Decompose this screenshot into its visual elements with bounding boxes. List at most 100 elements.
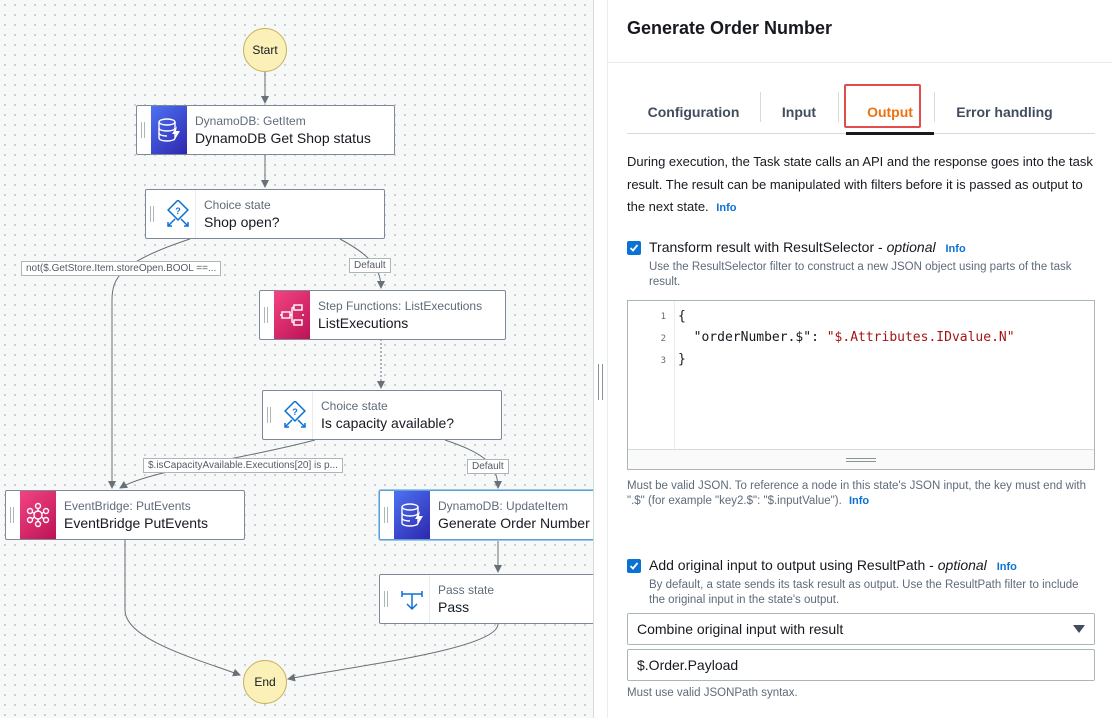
state-eventbridge-putevents[interactable]: EventBridge: PutEvents EventBridge PutEv…	[5, 490, 245, 540]
result-path-checkbox[interactable]	[627, 559, 641, 573]
info-link[interactable]: Info	[996, 561, 1017, 573]
state-pass[interactable]: Pass state Pass	[379, 574, 593, 624]
select-value: Combine original input with result	[637, 621, 844, 637]
description-text: During execution, the Task state calls a…	[627, 154, 1093, 214]
validation-text: Must be valid JSON. To reference a node …	[627, 480, 1087, 507]
end-node[interactable]: End	[243, 660, 287, 704]
state-type: Choice state	[204, 197, 271, 212]
edge-label-default[interactable]: Default	[349, 258, 391, 273]
json-key: "orderNumber.$"	[693, 330, 812, 345]
tab-separator	[838, 92, 839, 122]
editor-gutter: 1 2 3	[628, 301, 675, 451]
start-node[interactable]: Start	[243, 28, 287, 72]
state-stepfunctions-listexecutions[interactable]: Step Functions: ListExecutions ListExecu…	[259, 290, 506, 340]
checkmark-icon	[629, 562, 639, 570]
edge-putevents-end	[124, 540, 241, 677]
drag-handle[interactable]	[137, 106, 151, 154]
divider	[608, 62, 1112, 63]
eventbridge-icon	[20, 491, 56, 539]
edge-choice2-updateitem	[444, 439, 502, 489]
svg-text:?: ?	[175, 206, 181, 216]
line-number: 3	[660, 356, 666, 366]
code-line: {	[678, 309, 686, 324]
state-name: Is capacity available?	[321, 414, 455, 431]
result-path-input[interactable]: $.Order.Payload	[627, 649, 1095, 681]
input-value: $.Order.Payload	[637, 657, 739, 673]
resize-grip-line	[602, 364, 603, 400]
state-name: EventBridge PutEvents	[64, 514, 208, 531]
drag-handle[interactable]	[260, 291, 274, 339]
code-line: "orderNumber.$": "$.Attributes.IDvalue.N…	[693, 330, 1015, 345]
dynamodb-icon	[394, 491, 430, 539]
state-choice-shop-open[interactable]: ? Choice state Shop open?	[145, 189, 385, 239]
edge-label-shop-closed[interactable]: not($.GetStore.Item.storeOpen.BOOL ==...	[21, 261, 222, 276]
edge-choice1-putevents	[108, 238, 191, 489]
label-text: Add original input to output using Resul…	[649, 557, 938, 573]
end-label: End	[254, 675, 276, 689]
result-path-label[interactable]: Add original input to output using Resul…	[649, 557, 1017, 573]
step-functions-icon	[274, 291, 310, 339]
state-dynamodb-getitem[interactable]: DynamoDB: GetItem DynamoDB Get Shop stat…	[136, 105, 395, 155]
json-value: "$.Attributes.IDvalue.N"	[826, 330, 1015, 345]
result-path-validation: Must use valid JSONPath syntax.	[627, 687, 798, 699]
drag-handle[interactable]	[263, 391, 277, 439]
state-type: DynamoDB: UpdateItem	[438, 498, 569, 513]
optional-text: optional	[937, 557, 987, 573]
drag-handle[interactable]	[380, 575, 394, 623]
info-link[interactable]: Info	[945, 243, 966, 255]
state-type: Choice state	[321, 398, 388, 413]
tab-bar: Configuration Input Output Error handlin…	[627, 90, 1095, 135]
edge-label-default[interactable]: Default	[467, 459, 509, 474]
result-path-hint: By default, a state sends its task resul…	[649, 579, 1079, 606]
tab-separator	[934, 92, 935, 122]
state-choice-capacity[interactable]: ? Choice state Is capacity available?	[262, 390, 502, 440]
line-number: 1	[660, 312, 666, 322]
state-type: Step Functions: ListExecutions	[318, 298, 483, 313]
choice-icon: ?	[160, 190, 196, 238]
result-selector-hint: Use the ResultSelector filter to constru…	[649, 261, 1072, 288]
tab-error-handling[interactable]: Error handling	[956, 104, 1053, 120]
inspector-panel: Generate Order Number Configuration Inpu…	[608, 0, 1112, 718]
tab-separator	[760, 92, 761, 122]
state-dynamodb-updateitem[interactable]: DynamoDB: UpdateItem Generate Order Numb…	[379, 490, 593, 540]
line-number: 2	[660, 334, 666, 344]
caret-down-icon	[1073, 625, 1085, 633]
state-type: EventBridge: PutEvents	[64, 498, 191, 513]
info-link[interactable]: Info	[848, 495, 870, 507]
info-link[interactable]: Info	[716, 202, 737, 214]
result-selector-code-editor[interactable]: 1 2 3 { "orderNumber.$": "$.Attributes.I…	[627, 300, 1095, 470]
drag-handle[interactable]	[380, 491, 394, 539]
edge-pass-end	[287, 623, 499, 682]
state-name: ListExecutions	[318, 314, 409, 331]
result-selector-checkbox[interactable]	[627, 241, 641, 255]
edge-label-capacity[interactable]: $.isCapacityAvailable.Executions[20] is …	[143, 458, 343, 473]
result-path-mode-select[interactable]: Combine original input with result	[627, 613, 1095, 645]
output-tab-highlight	[844, 84, 921, 128]
resize-grip-line	[598, 364, 599, 400]
start-label: Start	[252, 43, 278, 57]
workflow-canvas[interactable]: Start DynamoDB: GetItem DynamoDB Get Sho…	[0, 0, 594, 718]
tab-input[interactable]: Input	[781, 104, 817, 120]
result-selector-label[interactable]: Transform result with ResultSelector - o…	[649, 239, 966, 255]
state-name: Pass	[438, 598, 470, 615]
choice-icon: ?	[277, 391, 313, 439]
state-type: DynamoDB: GetItem	[195, 113, 306, 128]
checkmark-icon	[629, 244, 639, 252]
result-selector-validation: Must be valid JSON. To reference a node …	[627, 479, 1097, 509]
state-name: Shop open?	[204, 213, 280, 230]
state-name: Generate Order Number	[438, 514, 590, 531]
tab-output[interactable]: Output	[846, 90, 934, 135]
panel-resize-handle[interactable]	[594, 0, 608, 718]
label-text: Transform result with ResultSelector -	[649, 239, 887, 255]
svg-text:?: ?	[292, 407, 298, 417]
drag-handle[interactable]	[6, 491, 20, 539]
drag-handle[interactable]	[146, 190, 160, 238]
editor-resize-handle[interactable]	[628, 449, 1094, 469]
code-line: }	[678, 352, 686, 367]
state-name: DynamoDB Get Shop status	[195, 129, 371, 146]
tab-configuration[interactable]: Configuration	[647, 104, 740, 120]
output-description: During execution, the Task state calls a…	[627, 151, 1097, 220]
optional-text: optional	[886, 239, 936, 255]
dynamodb-icon	[151, 106, 187, 154]
state-type: Pass state	[438, 582, 495, 597]
